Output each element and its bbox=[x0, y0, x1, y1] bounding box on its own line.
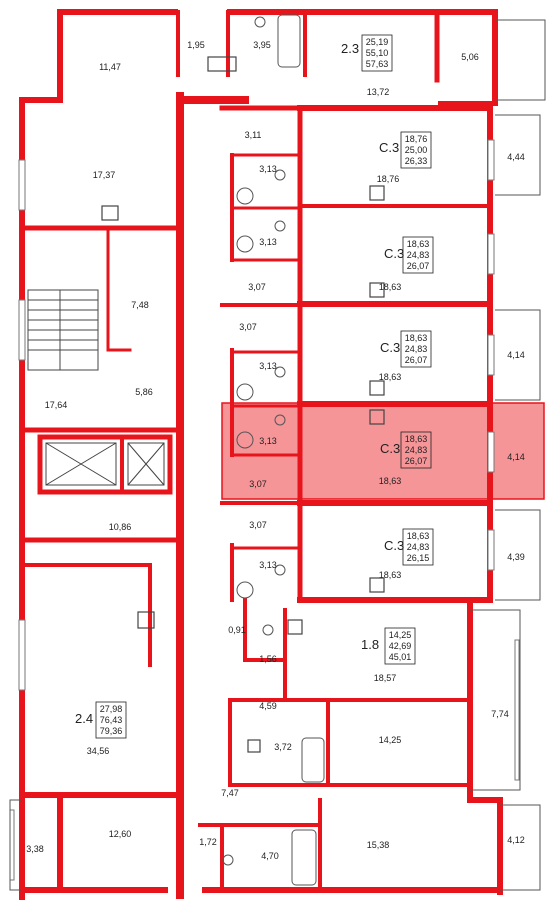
room-area: 1,95 bbox=[187, 40, 205, 50]
svg-text:С.3: С.3 bbox=[380, 340, 400, 355]
svg-text:26,15: 26,15 bbox=[407, 553, 430, 563]
svg-text:18,63: 18,63 bbox=[407, 239, 430, 249]
svg-text:1.8: 1.8 bbox=[361, 637, 379, 652]
room-area: 18,63 bbox=[379, 372, 402, 382]
apartment-tag[interactable]: 2.3 25,19 55,10 57,63 bbox=[341, 34, 393, 72]
windows bbox=[9, 139, 520, 881]
apartment-tag[interactable]: С.3 18,76 25,00 26,33 bbox=[379, 131, 432, 169]
room-area: 18,57 bbox=[374, 673, 397, 683]
room-area: 3,13 bbox=[259, 436, 277, 446]
apartment-tag[interactable]: 1.8 14,25 42,69 45,01 bbox=[361, 627, 416, 665]
apartment-tag[interactable]: С.3 18,63 24,83 26,07 bbox=[384, 236, 434, 274]
room-area: 3,11 bbox=[245, 130, 262, 140]
room-area: 12,60 bbox=[109, 829, 132, 839]
svg-text:55,10: 55,10 bbox=[366, 48, 389, 58]
svg-text:18,76: 18,76 bbox=[405, 134, 428, 144]
svg-text:42,69: 42,69 bbox=[389, 641, 412, 651]
svg-text:25,00: 25,00 bbox=[405, 145, 428, 155]
room-area: 11,47 bbox=[99, 62, 121, 72]
svg-text:24,83: 24,83 bbox=[407, 542, 430, 552]
bathtub-icon bbox=[277, 14, 325, 886]
svg-text:С.3: С.3 bbox=[380, 441, 400, 456]
svg-text:57,63: 57,63 bbox=[366, 59, 389, 69]
room-area: 3,07 bbox=[249, 520, 267, 530]
room-area: 7,48 bbox=[131, 300, 149, 310]
svg-text:26,33: 26,33 bbox=[405, 156, 428, 166]
room-area: 4,44 bbox=[507, 152, 525, 162]
room-area: 3,07 bbox=[248, 282, 266, 292]
room-area: 3,07 bbox=[239, 322, 257, 332]
room-area: 1,56 bbox=[259, 654, 277, 664]
apartment-tag-selected[interactable]: С.3 18,63 24,83 26,07 bbox=[380, 431, 432, 469]
svg-text:18,63: 18,63 bbox=[405, 333, 428, 343]
room-area: 3,13 bbox=[259, 237, 277, 247]
svg-text:14,25: 14,25 bbox=[389, 630, 412, 640]
svg-text:25,19: 25,19 bbox=[366, 37, 389, 47]
room-area: 15,38 bbox=[367, 840, 390, 850]
room-area: 18,63 bbox=[379, 282, 402, 292]
room-area: 3,07 bbox=[249, 479, 267, 489]
svg-text:2.3: 2.3 bbox=[341, 41, 359, 56]
svg-text:26,07: 26,07 bbox=[405, 456, 428, 466]
room-area: 1,72 bbox=[199, 837, 217, 847]
svg-text:С.3: С.3 bbox=[384, 246, 404, 261]
svg-text:18,63: 18,63 bbox=[407, 531, 430, 541]
room-area: 4,39 bbox=[507, 552, 525, 562]
svg-text:27,98: 27,98 bbox=[100, 704, 123, 714]
stairs bbox=[27, 289, 99, 371]
room-area: 3,13 bbox=[259, 361, 277, 371]
room-area: 17,37 bbox=[93, 170, 116, 180]
elevator-icon bbox=[45, 442, 165, 486]
room-area: 17,64 bbox=[45, 400, 68, 410]
room-area: 4,14 bbox=[507, 452, 525, 462]
svg-text:24,83: 24,83 bbox=[405, 344, 428, 354]
room-area: 4,70 bbox=[261, 851, 279, 861]
room-area: 3,95 bbox=[253, 40, 271, 50]
room-area: 3,13 bbox=[259, 560, 277, 570]
room-area: 18,63 bbox=[379, 476, 402, 486]
room-area: 14,25 bbox=[379, 735, 402, 745]
room-labels: 11,47 1,95 3,95 13,72 5,06 3,11 18,76 4,… bbox=[26, 40, 525, 861]
svg-text:24,83: 24,83 bbox=[405, 445, 428, 455]
room-area: 7,47 bbox=[221, 788, 239, 798]
svg-text:2.4: 2.4 bbox=[75, 711, 93, 726]
room-area: 0,91 bbox=[228, 625, 246, 635]
svg-text:С.3: С.3 bbox=[384, 538, 404, 553]
room-area: 18,76 bbox=[377, 174, 400, 184]
apartment-tag[interactable]: С.3 18,63 24,83 26,07 bbox=[380, 330, 432, 368]
room-area: 5,06 bbox=[461, 52, 479, 62]
toilet-icon bbox=[222, 16, 286, 866]
room-area: 7,74 bbox=[491, 709, 509, 719]
svg-text:24,83: 24,83 bbox=[407, 250, 430, 260]
svg-text:79,36: 79,36 bbox=[100, 726, 123, 736]
svg-text:С.3: С.3 bbox=[379, 140, 399, 155]
room-area: 5,86 bbox=[135, 387, 153, 397]
apartment-tag[interactable]: С.3 18,63 24,83 26,15 bbox=[384, 528, 434, 566]
room-area: 34,56 bbox=[87, 746, 110, 756]
room-area: 3,72 bbox=[274, 742, 292, 752]
svg-text:26,07: 26,07 bbox=[407, 261, 430, 271]
room-area: 13,72 bbox=[367, 87, 390, 97]
room-area: 4,59 bbox=[259, 701, 277, 711]
room-area: 3,38 bbox=[26, 844, 44, 854]
svg-text:76,43: 76,43 bbox=[100, 715, 123, 725]
svg-text:45,01: 45,01 bbox=[389, 652, 412, 662]
room-area: 18,63 bbox=[379, 570, 402, 580]
balconies bbox=[9, 19, 546, 891]
room-area: 4,12 bbox=[507, 835, 525, 845]
stove-icon bbox=[101, 56, 385, 753]
svg-text:18,63: 18,63 bbox=[405, 434, 428, 444]
room-area: 10,86 bbox=[109, 522, 132, 532]
room-area: 3,13 bbox=[259, 164, 277, 174]
room-area: 4,14 bbox=[507, 350, 525, 360]
apartment-tag[interactable]: 2.4 27,98 76,43 79,36 bbox=[75, 701, 127, 739]
svg-text:26,07: 26,07 bbox=[405, 355, 428, 365]
